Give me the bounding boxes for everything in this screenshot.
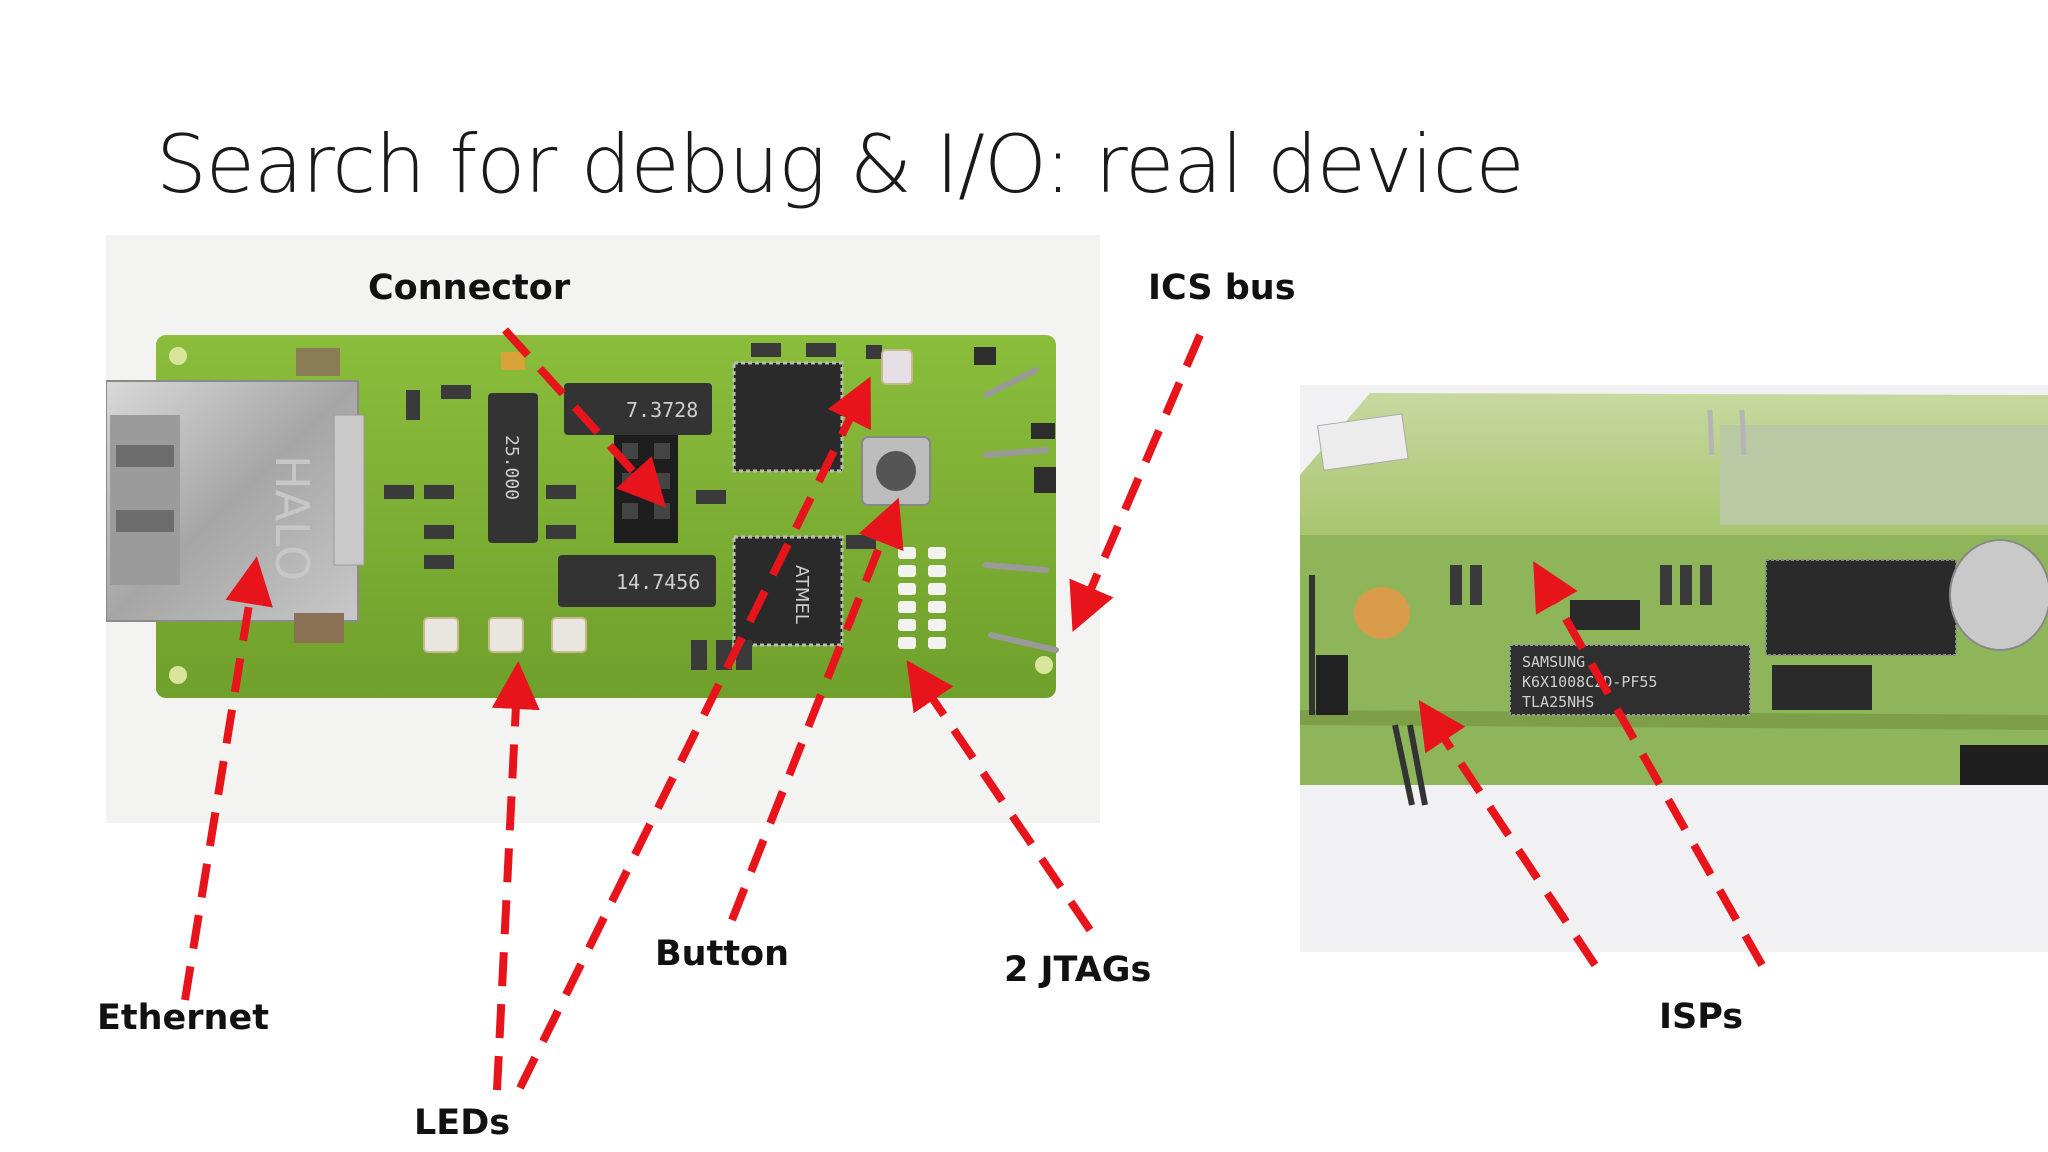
atmel-chip	[732, 535, 844, 647]
board-side-illustration: SAMSUNG K6X1008C2D-PF55 TLA25NHS	[1300, 393, 2048, 806]
pin-header	[614, 435, 678, 543]
slide-title: Search for debug & I/O: real device	[156, 118, 1525, 211]
ics-bus-pins	[983, 367, 1059, 653]
label-button: Button	[655, 934, 790, 974]
jack-brand-text: HALO	[265, 455, 319, 581]
label-jtags: 2 JTAGs	[1004, 950, 1152, 990]
ethernet-jack: HALO	[106, 380, 365, 622]
ram-line1: SAMSUNG	[1522, 653, 1585, 671]
board-top-photo: HALO 7.3728 25.000 14.7456 ATMEL	[106, 235, 1100, 823]
crystal-side-label: 25.000	[501, 435, 522, 500]
crystal-bottom-label: 14.7456	[616, 570, 700, 594]
board-top-illustration: HALO 7.3728 25.000 14.7456 ATMEL	[106, 335, 1059, 698]
label-isps: ISPs	[1659, 997, 1744, 1037]
board-side-photo: SAMSUNG K6X1008C2D-PF55 TLA25NHS	[1300, 385, 2048, 952]
ram-chip: SAMSUNG K6X1008C2D-PF55 TLA25NHS	[1509, 644, 1751, 716]
ram-line2: K6X1008C2D-PF55	[1522, 673, 1657, 691]
atmel-chip-label: ATMEL	[791, 565, 812, 624]
ram-line3: TLA25NHS	[1522, 693, 1594, 711]
jtag-pads	[898, 547, 946, 649]
label-connector: Connector	[368, 268, 571, 308]
label-ethernet: Ethernet	[97, 998, 269, 1038]
push-button	[861, 436, 931, 506]
crystal-top-label: 7.3728	[626, 398, 698, 422]
label-leds: LEDs	[414, 1103, 511, 1143]
label-ics-bus: ICS bus	[1148, 268, 1296, 308]
